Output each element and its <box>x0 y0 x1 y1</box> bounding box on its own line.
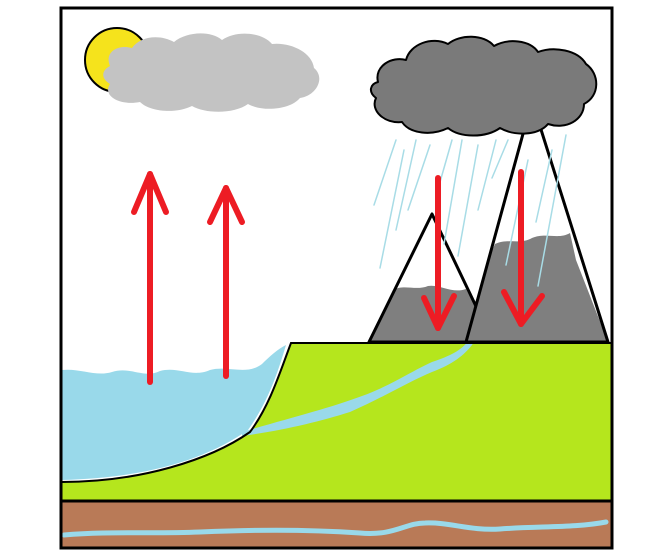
arrow-up-icon <box>131 171 169 385</box>
groundwater-stream <box>61 519 609 538</box>
grass-land <box>62 343 611 501</box>
cloud-icon <box>103 33 320 112</box>
arrow-down-icon <box>501 169 545 327</box>
arrow-up-icon <box>207 185 245 379</box>
lake <box>62 345 286 480</box>
river <box>242 304 481 436</box>
soil-layer <box>62 501 611 547</box>
rain <box>373 134 567 287</box>
rain-cloud-icon <box>370 35 598 137</box>
shoreline <box>61 342 611 483</box>
diagram-frame <box>59 6 614 550</box>
arrow-down-icon <box>421 175 457 331</box>
large-mountain-icon <box>464 99 610 344</box>
